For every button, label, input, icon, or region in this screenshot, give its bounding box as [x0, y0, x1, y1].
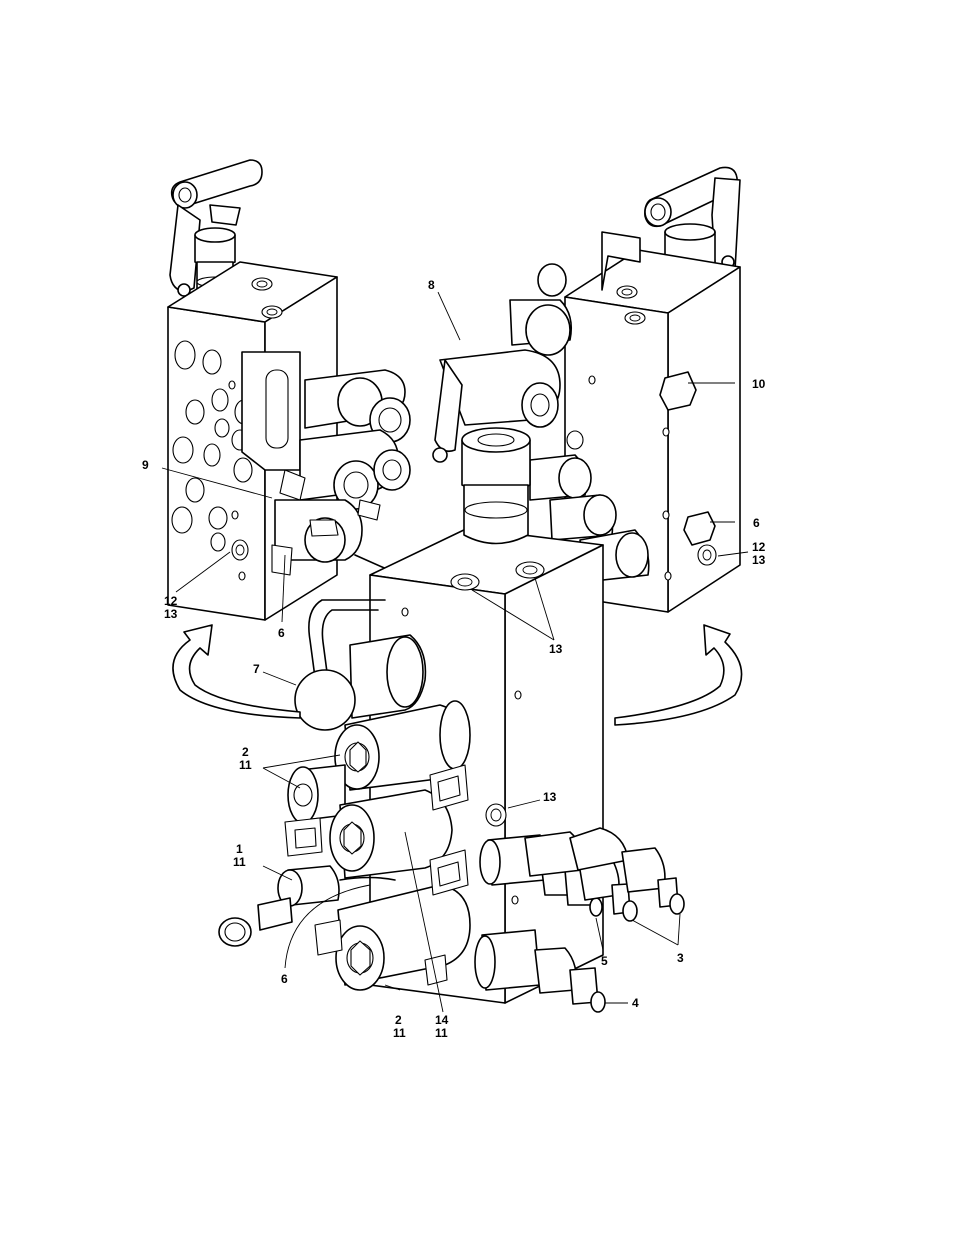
- callout-2-upper: 2: [242, 745, 249, 759]
- callout-7: 7: [253, 662, 260, 676]
- left-manifold-view: [168, 160, 410, 620]
- callout-11-lower: 11: [393, 1026, 406, 1040]
- callout-10: 10: [752, 377, 766, 391]
- callout-12-right: 12: [752, 540, 766, 554]
- callout-11-upper: 11: [239, 758, 252, 772]
- callout-11-bottom: 11: [435, 1026, 448, 1040]
- callout-6-front: 6: [281, 972, 288, 986]
- callout-11-pin: 11: [233, 855, 246, 869]
- callout-9: 9: [142, 458, 149, 472]
- callout-3: 3: [677, 951, 684, 965]
- callout-12-left: 12: [164, 594, 178, 608]
- rotation-arrow-right: [615, 625, 742, 725]
- callout-1: 1: [236, 842, 243, 856]
- callout-13-top: 13: [549, 642, 563, 656]
- callout-8: 8: [428, 278, 435, 292]
- callout-14: 14: [435, 1013, 449, 1027]
- callout-13-front: 13: [543, 790, 557, 804]
- callout-2-lower: 2: [395, 1013, 402, 1027]
- callout-4: 4: [632, 996, 639, 1010]
- callout-6-left: 6: [278, 626, 285, 640]
- callout-13-left: 13: [164, 607, 178, 621]
- callout-5: 5: [601, 954, 608, 968]
- callout-6-right: 6: [753, 516, 760, 530]
- center-hand-pump: [433, 350, 560, 544]
- callout-13-right: 13: [752, 553, 766, 567]
